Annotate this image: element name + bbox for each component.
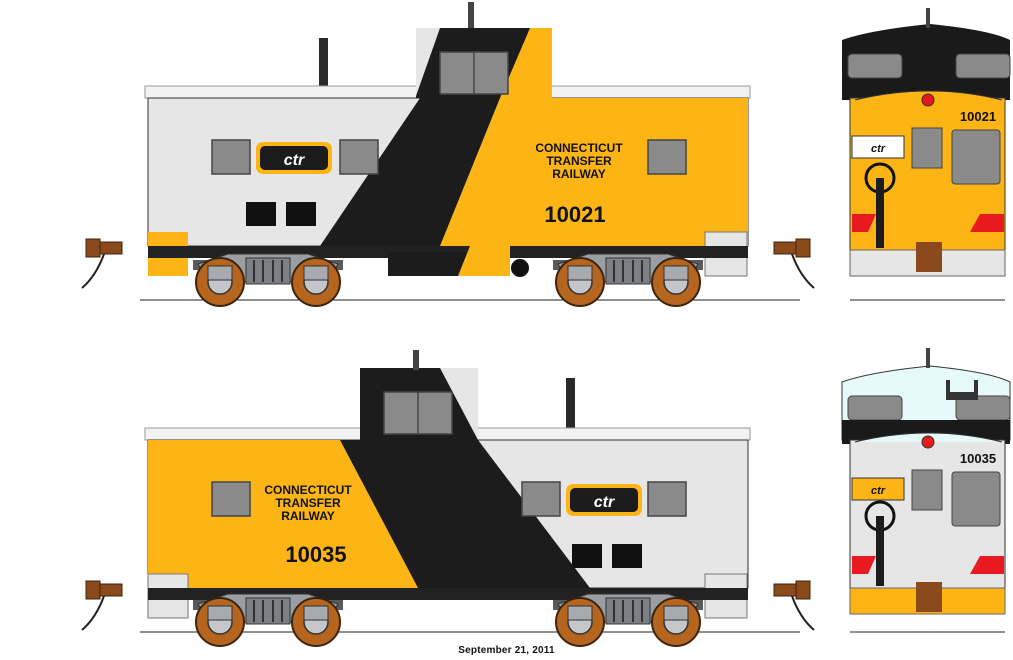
end-car-number: 10035 — [960, 451, 996, 466]
caboose-10035-side-view — [81, 350, 815, 647]
ctr-logo-text: ctr — [594, 494, 615, 511]
end-logo-text: ctr — [871, 485, 886, 497]
road-name-line-3: RAILWAY — [552, 167, 606, 181]
end-logo-text: ctr — [871, 143, 886, 155]
car-number: 10035 — [285, 542, 346, 567]
road-name-line-2: TRANSFER — [275, 496, 341, 510]
road-name-line-3: RAILWAY — [281, 509, 335, 523]
ctr-logo-text: ctr — [284, 152, 305, 169]
caboose-10035-end-view — [841, 348, 1011, 633]
road-name-line-2: TRANSFER — [546, 154, 612, 168]
road-name-line-1: CONNECTICUT — [535, 141, 623, 155]
car-number: 10021 — [544, 202, 605, 227]
road-name-line-1: CONNECTICUT — [264, 483, 352, 497]
caboose-10021-end-view — [842, 8, 1011, 301]
drawing-date: September 21, 2011 — [458, 645, 555, 656]
end-car-number: 10021 — [960, 109, 996, 124]
caboose-10021-side-view — [81, 2, 815, 307]
